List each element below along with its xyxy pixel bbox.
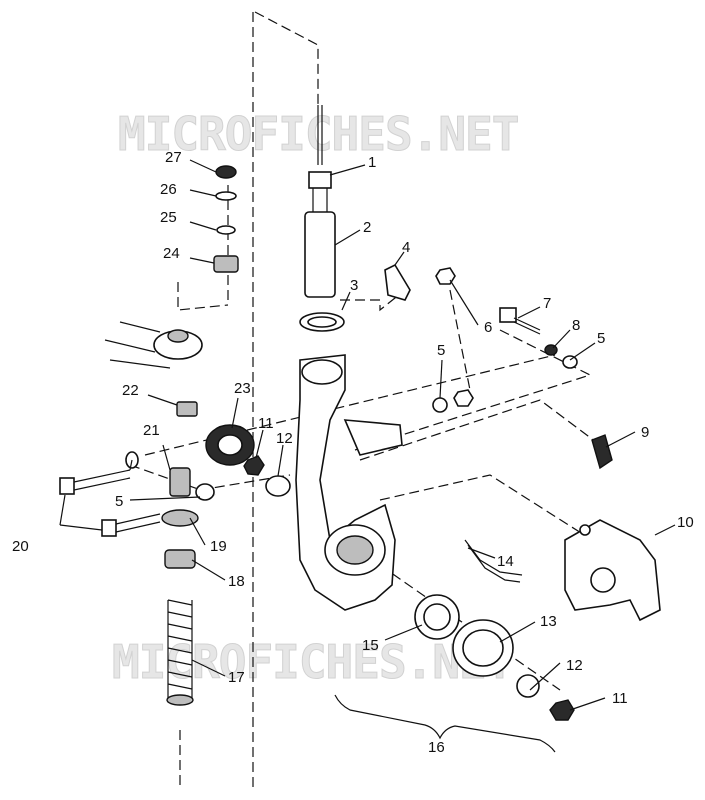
top-mount-hardware	[213, 165, 239, 273]
callout-15: 15	[362, 637, 379, 654]
washer-part-12-lower	[516, 674, 540, 698]
callout-25: 25	[160, 209, 177, 226]
nut-part-11-lower	[549, 699, 575, 721]
pad-part-9	[591, 434, 613, 470]
callout-26: 26	[160, 181, 177, 198]
callout-13: 13	[540, 613, 557, 630]
watermark-bottom: MICROFICHES.NET	[112, 635, 512, 689]
caliper-part-10	[564, 519, 661, 622]
callout-22: 22	[122, 382, 139, 399]
watermark-top: MICROFICHES.NET	[118, 107, 518, 161]
nut-part-11	[243, 455, 265, 476]
bracket-part-4	[384, 263, 411, 301]
callout-3: 3	[350, 277, 358, 294]
callout-5-right: 5	[597, 330, 605, 347]
callout-27: 27	[165, 149, 182, 166]
callout-18: 18	[228, 573, 245, 590]
callout-19: 19	[210, 538, 227, 555]
callout-9: 9	[641, 424, 649, 441]
callout-21: 21	[143, 422, 160, 439]
callout-24: 24	[163, 245, 180, 262]
callout-17: 17	[228, 669, 245, 686]
left-hardware	[59, 401, 255, 569]
callout-numbers: 1 2 3 4 5 5 5 6 7 8 9 10 11 11 12 12 13 …	[12, 149, 694, 756]
callout-5-left: 5	[115, 493, 123, 510]
callout-14: 14	[497, 553, 514, 570]
callout-10: 10	[677, 514, 694, 531]
callout-4: 4	[402, 239, 410, 256]
upper-spring-seat	[104, 321, 203, 369]
leader-lines	[59, 159, 676, 753]
callout-7: 7	[543, 295, 551, 312]
callout-2: 2	[363, 219, 371, 236]
callout-23: 23	[234, 380, 251, 397]
shock-rod-part-1	[308, 105, 332, 212]
bolt-part-7	[499, 307, 541, 335]
callout-1: 1	[368, 154, 376, 171]
spindle-knuckle	[295, 354, 403, 611]
callout-6: 6	[484, 319, 492, 336]
callout-8: 8	[572, 317, 580, 334]
nut-part-6	[435, 267, 456, 285]
callout-11-lower: 11	[612, 690, 628, 707]
spring-part-17	[166, 599, 194, 706]
callout-12-lower: 12	[566, 657, 583, 674]
shock-body-part-2	[304, 211, 336, 298]
callout-12-upper: 12	[276, 430, 293, 447]
callout-16: 16	[428, 739, 445, 756]
callout-11-upper: 11	[258, 415, 274, 432]
callout-20: 20	[12, 538, 29, 555]
washer-part-12	[265, 475, 291, 497]
callout-5-upper: 5	[437, 342, 445, 359]
washer-part-5	[432, 397, 448, 413]
